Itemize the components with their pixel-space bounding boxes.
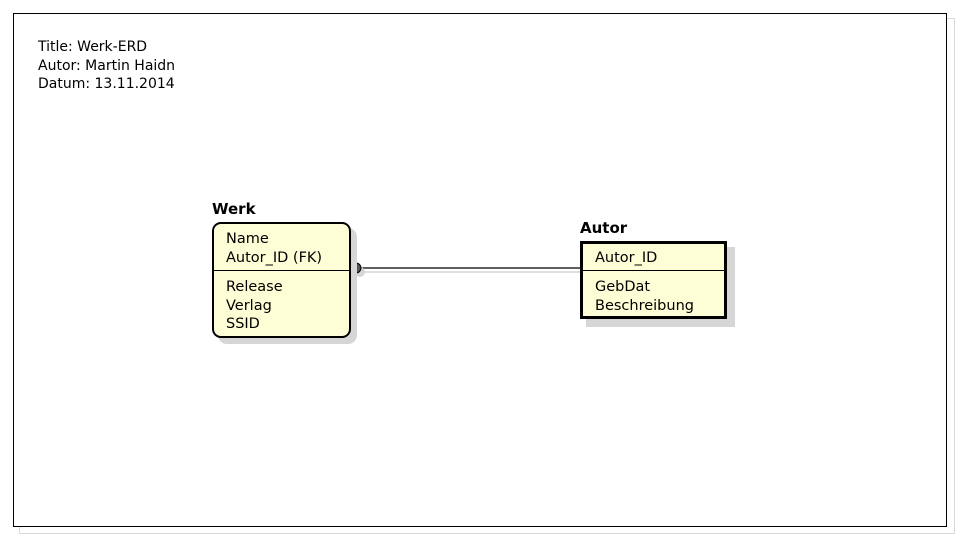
- entity-werk-keys: Name Autor_ID (FK): [226, 230, 322, 267]
- attribute-name: Name: [226, 231, 269, 247]
- entity-autor[interactable]: Autor_ID GebDat Beschreibung: [580, 241, 727, 319]
- diagram-title: Title: Werk-ERD: [38, 39, 148, 55]
- attribute-ssid: SSID: [226, 316, 260, 332]
- entity-werk-divider: [214, 270, 349, 271]
- attribute-gebdat: GebDat: [595, 279, 651, 295]
- diagram-frame: [13, 13, 947, 527]
- attribute-release: Release: [226, 279, 283, 295]
- attribute-beschreibung: Beschreibung: [595, 297, 694, 314]
- entity-title-autor: Autor: [580, 219, 628, 237]
- attribute-verlag: Verlag: [226, 297, 272, 314]
- entity-werk-attributes: Release Verlag SSID: [226, 278, 283, 334]
- entity-werk[interactable]: Name Autor_ID (FK) Release Verlag SSID: [212, 222, 351, 338]
- entity-title-werk: Werk: [212, 200, 256, 218]
- diagram-date: Datum: 13.11.2014: [38, 76, 175, 92]
- diagram-author: Autor: Martin Haidn: [38, 57, 176, 74]
- diagram-metadata: Title: Werk-ERD Autor: Martin Haidn Datu…: [38, 38, 175, 94]
- entity-autor-divider: [583, 270, 724, 271]
- attribute-autor-id-fk: Autor_ID (FK): [226, 249, 323, 266]
- entity-autor-keys: Autor_ID: [595, 249, 657, 268]
- entity-autor-attributes: GebDat Beschreibung: [595, 278, 694, 315]
- attribute-autor-id: Autor_ID: [595, 250, 658, 266]
